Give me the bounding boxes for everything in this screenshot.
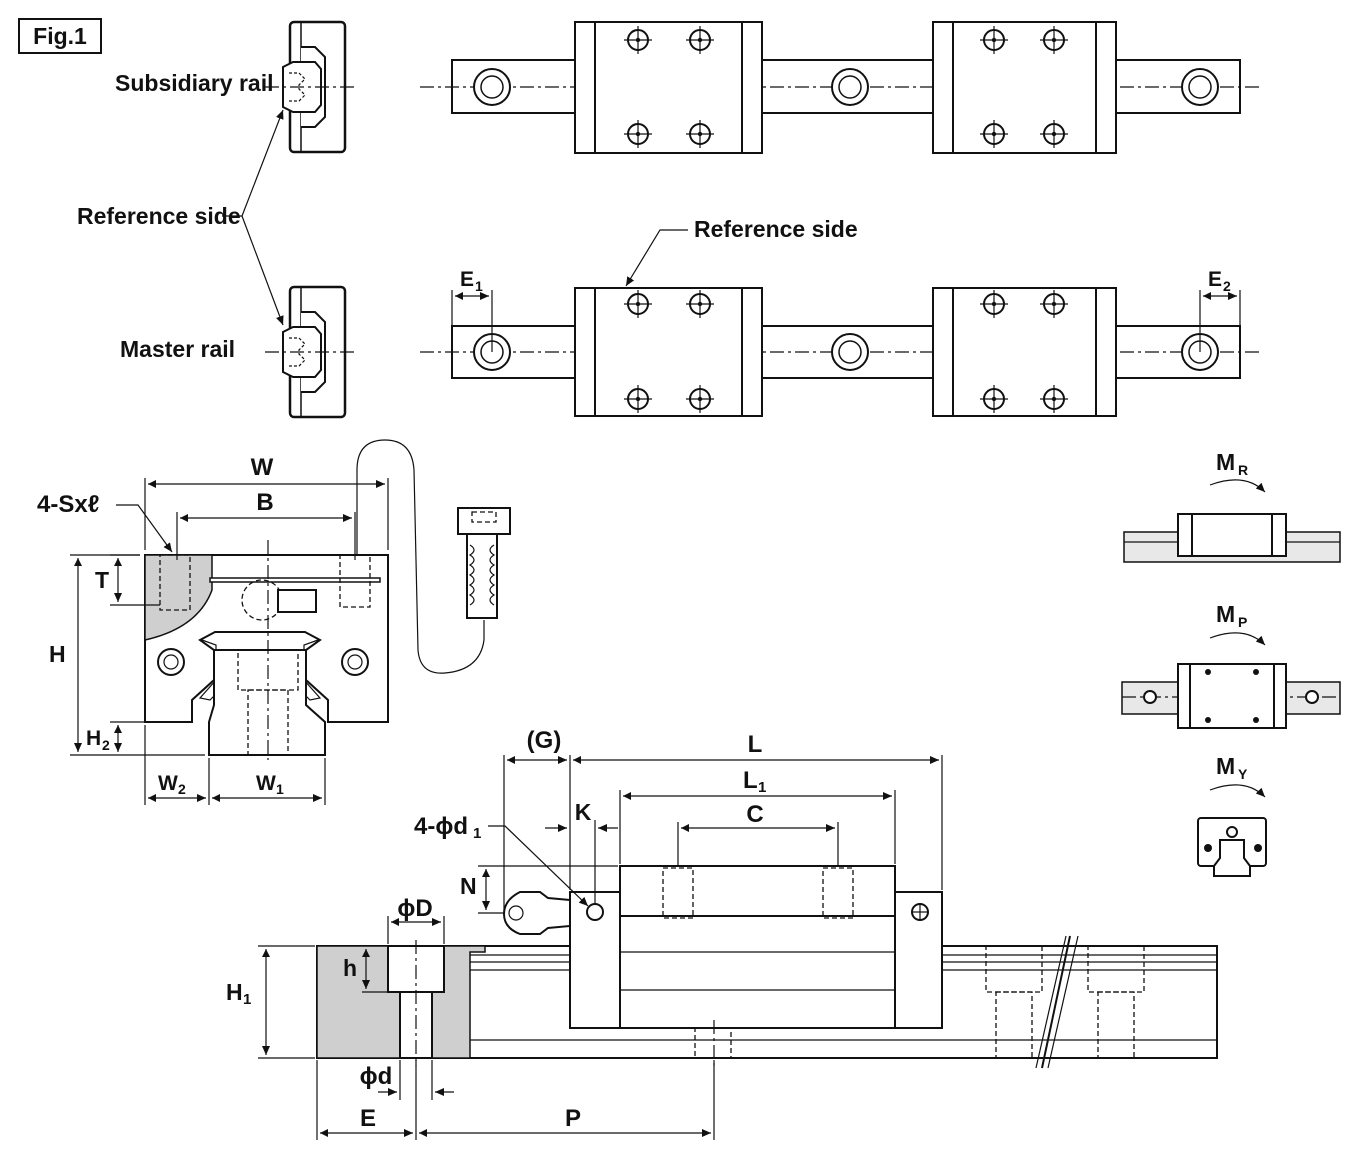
small-h-dimension: h: [343, 949, 388, 993]
s-l-dimension: 4-Sxℓ: [37, 491, 173, 553]
d1-label: 4-ϕd: [414, 813, 468, 840]
w2-subscript: 2: [178, 781, 186, 797]
subsidiary-rail-end-view: [265, 20, 355, 154]
master-rail-plan-view: [420, 287, 1262, 417]
small-h-label: h: [343, 955, 357, 981]
d1-subscript: 1: [473, 825, 481, 842]
e2-subscript: 2: [1223, 278, 1231, 294]
moment-mr: M R: [1123, 449, 1341, 563]
reference-side-top-label: Reference side: [694, 216, 858, 242]
small-d-dimension: ϕd: [360, 1060, 454, 1100]
l-label: L: [748, 731, 763, 758]
s-l-label: 4-Sxℓ: [37, 491, 99, 518]
e-dimension: E: [316, 1060, 417, 1140]
h2-label: H: [86, 727, 101, 750]
subsidiary-rail-label: Subsidiary rail: [115, 70, 274, 96]
e2-label: E: [1208, 268, 1222, 291]
figure-title-box: Fig.1: [18, 18, 102, 54]
h-label: H: [49, 641, 66, 667]
big-d-label: ϕD: [397, 895, 432, 922]
block-side-elevation: [502, 865, 943, 1029]
w1-label: W: [256, 772, 276, 795]
e1-subscript: 1: [475, 278, 483, 294]
h2-subscript: 2: [102, 737, 110, 753]
w-label: W: [251, 454, 274, 481]
c-dimension: C: [677, 801, 839, 866]
d1-dimension: 4-ϕd 1: [414, 813, 589, 907]
b-label: B: [256, 489, 273, 516]
mr-subscript: R: [1238, 462, 1248, 478]
w-dimension: W: [144, 454, 389, 550]
h1-label: H: [226, 979, 243, 1005]
h-dimension: H: [49, 554, 205, 756]
n-label: N: [460, 873, 477, 899]
w2-dimension: W 2: [144, 725, 210, 805]
my-label: M: [1216, 753, 1235, 779]
small-d-label: ϕd: [360, 1063, 393, 1090]
w2-label: W: [158, 772, 178, 795]
h2-dimension: H 2: [86, 721, 145, 753]
master-rail-end-view: [265, 285, 355, 419]
moment-my: M Y: [1197, 753, 1267, 877]
mr-label: M: [1216, 449, 1235, 475]
l-dimension: L: [573, 731, 943, 890]
h1-dimension: H 1: [226, 945, 315, 1059]
e1-label: E: [460, 268, 474, 291]
reference-side-top-leader: [625, 229, 688, 287]
g-label: (G): [527, 727, 562, 754]
mp-subscript: P: [1238, 614, 1247, 630]
g-dimension: (G): [503, 727, 571, 912]
w1-subscript: 1: [276, 781, 284, 797]
w1-dimension: W 1: [212, 758, 326, 805]
t-label: T: [95, 567, 109, 593]
p-dimension: P: [419, 1060, 715, 1140]
l1-dimension: L 1: [619, 767, 896, 864]
block-cross-section: [144, 540, 389, 760]
e-label: E: [360, 1105, 376, 1132]
h1-subscript: 1: [243, 991, 251, 1008]
reference-side-left-label: Reference side: [77, 203, 241, 229]
n-dimension: N: [460, 865, 618, 914]
master-rail-label: Master rail: [120, 336, 235, 362]
big-d-dimension: ϕD: [387, 895, 445, 944]
b-dimension: B: [176, 489, 356, 560]
l1-subscript: 1: [758, 779, 766, 796]
figure-title: Fig.1: [33, 23, 87, 49]
subsidiary-rail-plan-view: [420, 21, 1262, 154]
l1-label: L: [743, 767, 758, 794]
c-label: C: [746, 801, 763, 828]
e1-dimension: E 1: [451, 268, 493, 352]
k-label: K: [575, 799, 592, 825]
moment-mp: M P: [1121, 601, 1341, 729]
k-dimension: K: [545, 799, 618, 904]
mp-label: M: [1216, 601, 1235, 627]
socket-head-bolt: [457, 507, 511, 619]
reference-side-leader: [222, 109, 284, 326]
e2-dimension: E 2: [1199, 268, 1241, 352]
grease-hose: [356, 439, 485, 674]
my-subscript: Y: [1238, 766, 1248, 782]
p-label: P: [565, 1105, 581, 1132]
